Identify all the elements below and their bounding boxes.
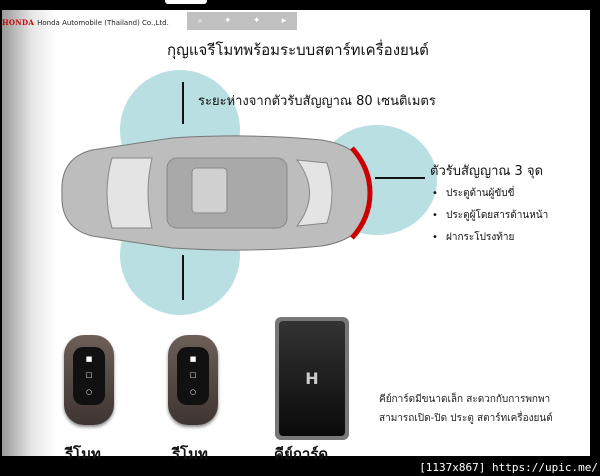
viewer-toolbar[interactable]: ⌕ ✦ ✦ ▸ (187, 12, 297, 30)
receivers-title: ตัวรับสัญญาณ 3 จุด (430, 164, 544, 179)
slide-title: กุญแจรีโมทพร้อมระบบสตาร์ทเครื่องยนต์ (167, 41, 429, 59)
caption-card: คีย์การ์ด (274, 445, 329, 463)
car-top-view (61, 135, 373, 251)
slide-header: HONDA Honda Automobile (Thailand) Co.,Lt… (2, 18, 169, 27)
receiver-label: ฝากระโปรงท้าย (446, 232, 515, 243)
receiver-label: ประตูด้านผู้ขับขี่ (446, 188, 515, 199)
range-arrow-top (182, 82, 184, 124)
card-note: คีย์การ์ดมีขนาดเล็ก สะดวกกับการพกพา สามา… (379, 390, 553, 428)
unlock-icon: □ (85, 371, 93, 380)
note-line: คีย์การ์ดมีขนาดเล็ก สะดวกกับการพกพา (379, 394, 551, 405)
unlock-icon: □ (189, 371, 197, 380)
start-icon: ○ (85, 388, 93, 397)
window-tab (165, 0, 207, 4)
receiver-label: ประตูผู้โดยสารด้านหน้า (446, 210, 549, 221)
slide: ⌕ ✦ ✦ ▸ HONDA Honda Automobile (Thailand… (2, 10, 590, 463)
company-name: Honda Automobile (Thailand) Co.,Ltd. (37, 18, 169, 27)
honda-emblem-icon: H (279, 321, 345, 436)
play-icon[interactable]: ▸ (281, 16, 287, 26)
honda-logo: HONDA (2, 18, 35, 27)
receiver-item: •ประตูด้านผู้ขับขี่ (432, 188, 515, 199)
remote-key-2: ■ □ ○ (168, 335, 218, 425)
range-label: ระยะห่างจากตัวรับสัญญาณ 80 เซนติเมตร (198, 94, 436, 109)
smart-card-key: H (275, 317, 349, 440)
note-line: สามารถเปิด-ปิด ประตู สตาร์ทเครื่องยนต์ (379, 413, 553, 424)
zoom-icon[interactable]: ⌕ (197, 16, 203, 26)
range-arrow-right (375, 177, 425, 179)
caption-remote-1: รีโมท (65, 445, 101, 463)
caption-remote-2: รีโมท (172, 445, 208, 463)
image-size-footer: [1137x867] https://upic.me/ (419, 461, 598, 474)
lock-icon: ■ (189, 354, 197, 363)
prev-icon[interactable]: ✦ (224, 16, 232, 26)
next-icon[interactable]: ✦ (252, 16, 261, 26)
start-icon: ○ (189, 388, 197, 397)
remote-key-1: ■ □ ○ (64, 335, 114, 425)
receiver-item: •ประตูผู้โดยสารด้านหน้า (432, 210, 549, 221)
lock-icon: ■ (85, 354, 93, 363)
receiver-item: •ฝากระโปรงท้าย (432, 232, 515, 243)
range-arrow-bottom (182, 255, 184, 300)
